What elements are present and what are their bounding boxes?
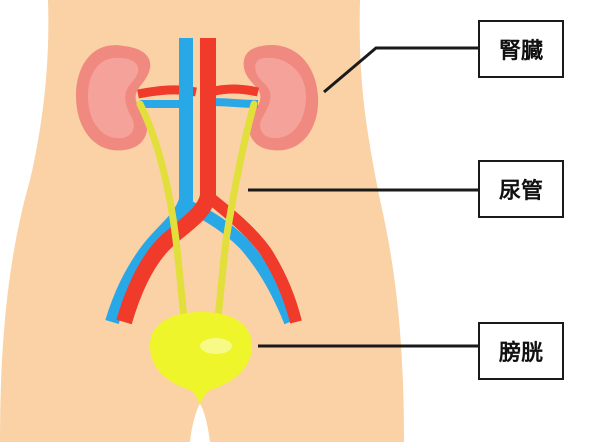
bladder-label: 膀胱 bbox=[478, 322, 564, 380]
bladder bbox=[150, 312, 252, 404]
right-kidney-inner bbox=[255, 57, 306, 139]
right-ureter bbox=[214, 100, 258, 322]
ureter-label-text: 尿管 bbox=[498, 179, 543, 204]
ureter-label: 尿管 bbox=[478, 160, 564, 218]
bladder-label-text: 膀胱 bbox=[498, 341, 543, 366]
bladder-highlight bbox=[200, 338, 232, 354]
right-renal-artery bbox=[208, 84, 259, 97]
kidney-pointer-line bbox=[323, 46, 478, 94]
kidney-label: 腎臓 bbox=[478, 20, 564, 78]
left-ureter bbox=[136, 100, 188, 322]
left-kidney-inner bbox=[88, 57, 139, 139]
aorta bbox=[116, 38, 216, 325]
kidney-label-text: 腎臓 bbox=[498, 39, 543, 64]
vena-cava bbox=[105, 38, 193, 325]
